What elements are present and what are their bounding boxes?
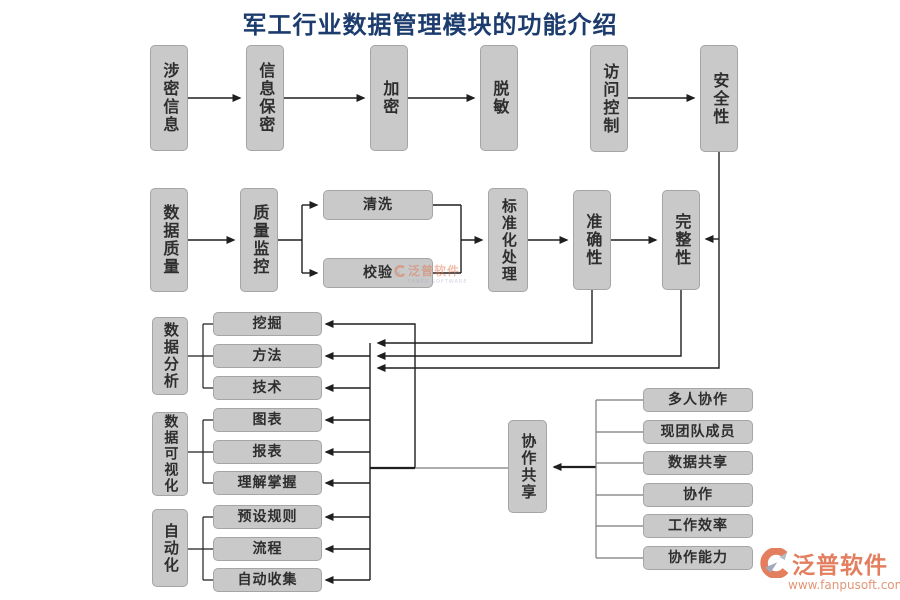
node-collaboration: 协作 xyxy=(643,483,753,507)
watermark-brand: 泛普软件 xyxy=(792,553,888,579)
node-cleaning: 清洗 xyxy=(323,190,433,220)
node-integrity: 完整性 xyxy=(662,190,700,290)
fanpu-logo-icon xyxy=(760,548,789,578)
node-access-control: 访问控制 xyxy=(590,45,628,152)
fanpu-logo-icon xyxy=(394,264,406,277)
watermark-url: www.fanpusoft.com xyxy=(788,578,900,592)
bracket-collaboration xyxy=(595,399,643,559)
node-data-quality: 数据质量 xyxy=(150,188,188,292)
node-verification: 校验 xyxy=(323,258,433,288)
node-reports: 报表 xyxy=(213,440,322,464)
node-understanding: 理解掌握 xyxy=(213,471,322,495)
node-quality-monitoring: 质量监控 xyxy=(240,188,278,292)
edge-merge-lines xyxy=(433,204,462,274)
group-data-analysis: 数据分析 xyxy=(152,317,188,395)
inline-watermark-sub: FANPU SOFTWARE xyxy=(408,279,468,285)
node-technology: 技术 xyxy=(213,376,322,400)
edge-integrity-drop xyxy=(376,290,682,360)
node-encryption: 加密 xyxy=(370,45,408,151)
watermark: 泛普软件 www.fanpusoft.com xyxy=(760,546,900,592)
node-process: 流程 xyxy=(213,537,322,561)
node-collaboration-ability: 协作能力 xyxy=(643,546,753,570)
node-team-members: 现团队成员 xyxy=(643,420,753,444)
node-classified-info: 涉密信息 xyxy=(150,45,188,151)
bracket-analysis xyxy=(188,323,213,389)
inline-watermark: 泛普软件 FANPU SOFTWARE xyxy=(394,262,474,285)
node-standardization: 标准化处理 xyxy=(488,188,528,292)
node-preset-rules: 预设规则 xyxy=(213,505,322,529)
edge-monitoring-split xyxy=(278,205,303,273)
node-security: 安全性 xyxy=(700,45,738,152)
node-accuracy: 准确性 xyxy=(573,190,611,290)
node-methods: 方法 xyxy=(213,344,322,368)
node-data-sharing: 数据共享 xyxy=(643,451,753,475)
page-title: 军工行业数据管理模块的功能介绍 xyxy=(242,10,618,39)
edge-security-drop xyxy=(376,151,720,372)
node-mining: 挖掘 xyxy=(213,312,322,336)
group-data-visualization: 数据可视化 xyxy=(152,412,188,496)
bracket-automation xyxy=(188,516,213,581)
group-collaboration-sharing: 协作共享 xyxy=(508,420,547,513)
edge-accuracy-drop xyxy=(376,290,593,347)
inline-watermark-brand: 泛普软件 xyxy=(408,264,461,278)
bracket-visualization xyxy=(188,419,213,484)
group-automation: 自动化 xyxy=(152,509,188,587)
node-auto-collection: 自动收集 xyxy=(213,568,322,592)
node-work-efficiency: 工作效率 xyxy=(643,514,753,538)
node-desensitization: 脱敏 xyxy=(480,45,518,151)
edge-collab-riser-to-mining xyxy=(324,320,416,468)
node-charts: 图表 xyxy=(213,408,322,432)
node-info-confidentiality: 信息保密 xyxy=(246,45,284,151)
node-multi-person-collaboration: 多人协作 xyxy=(643,388,753,412)
